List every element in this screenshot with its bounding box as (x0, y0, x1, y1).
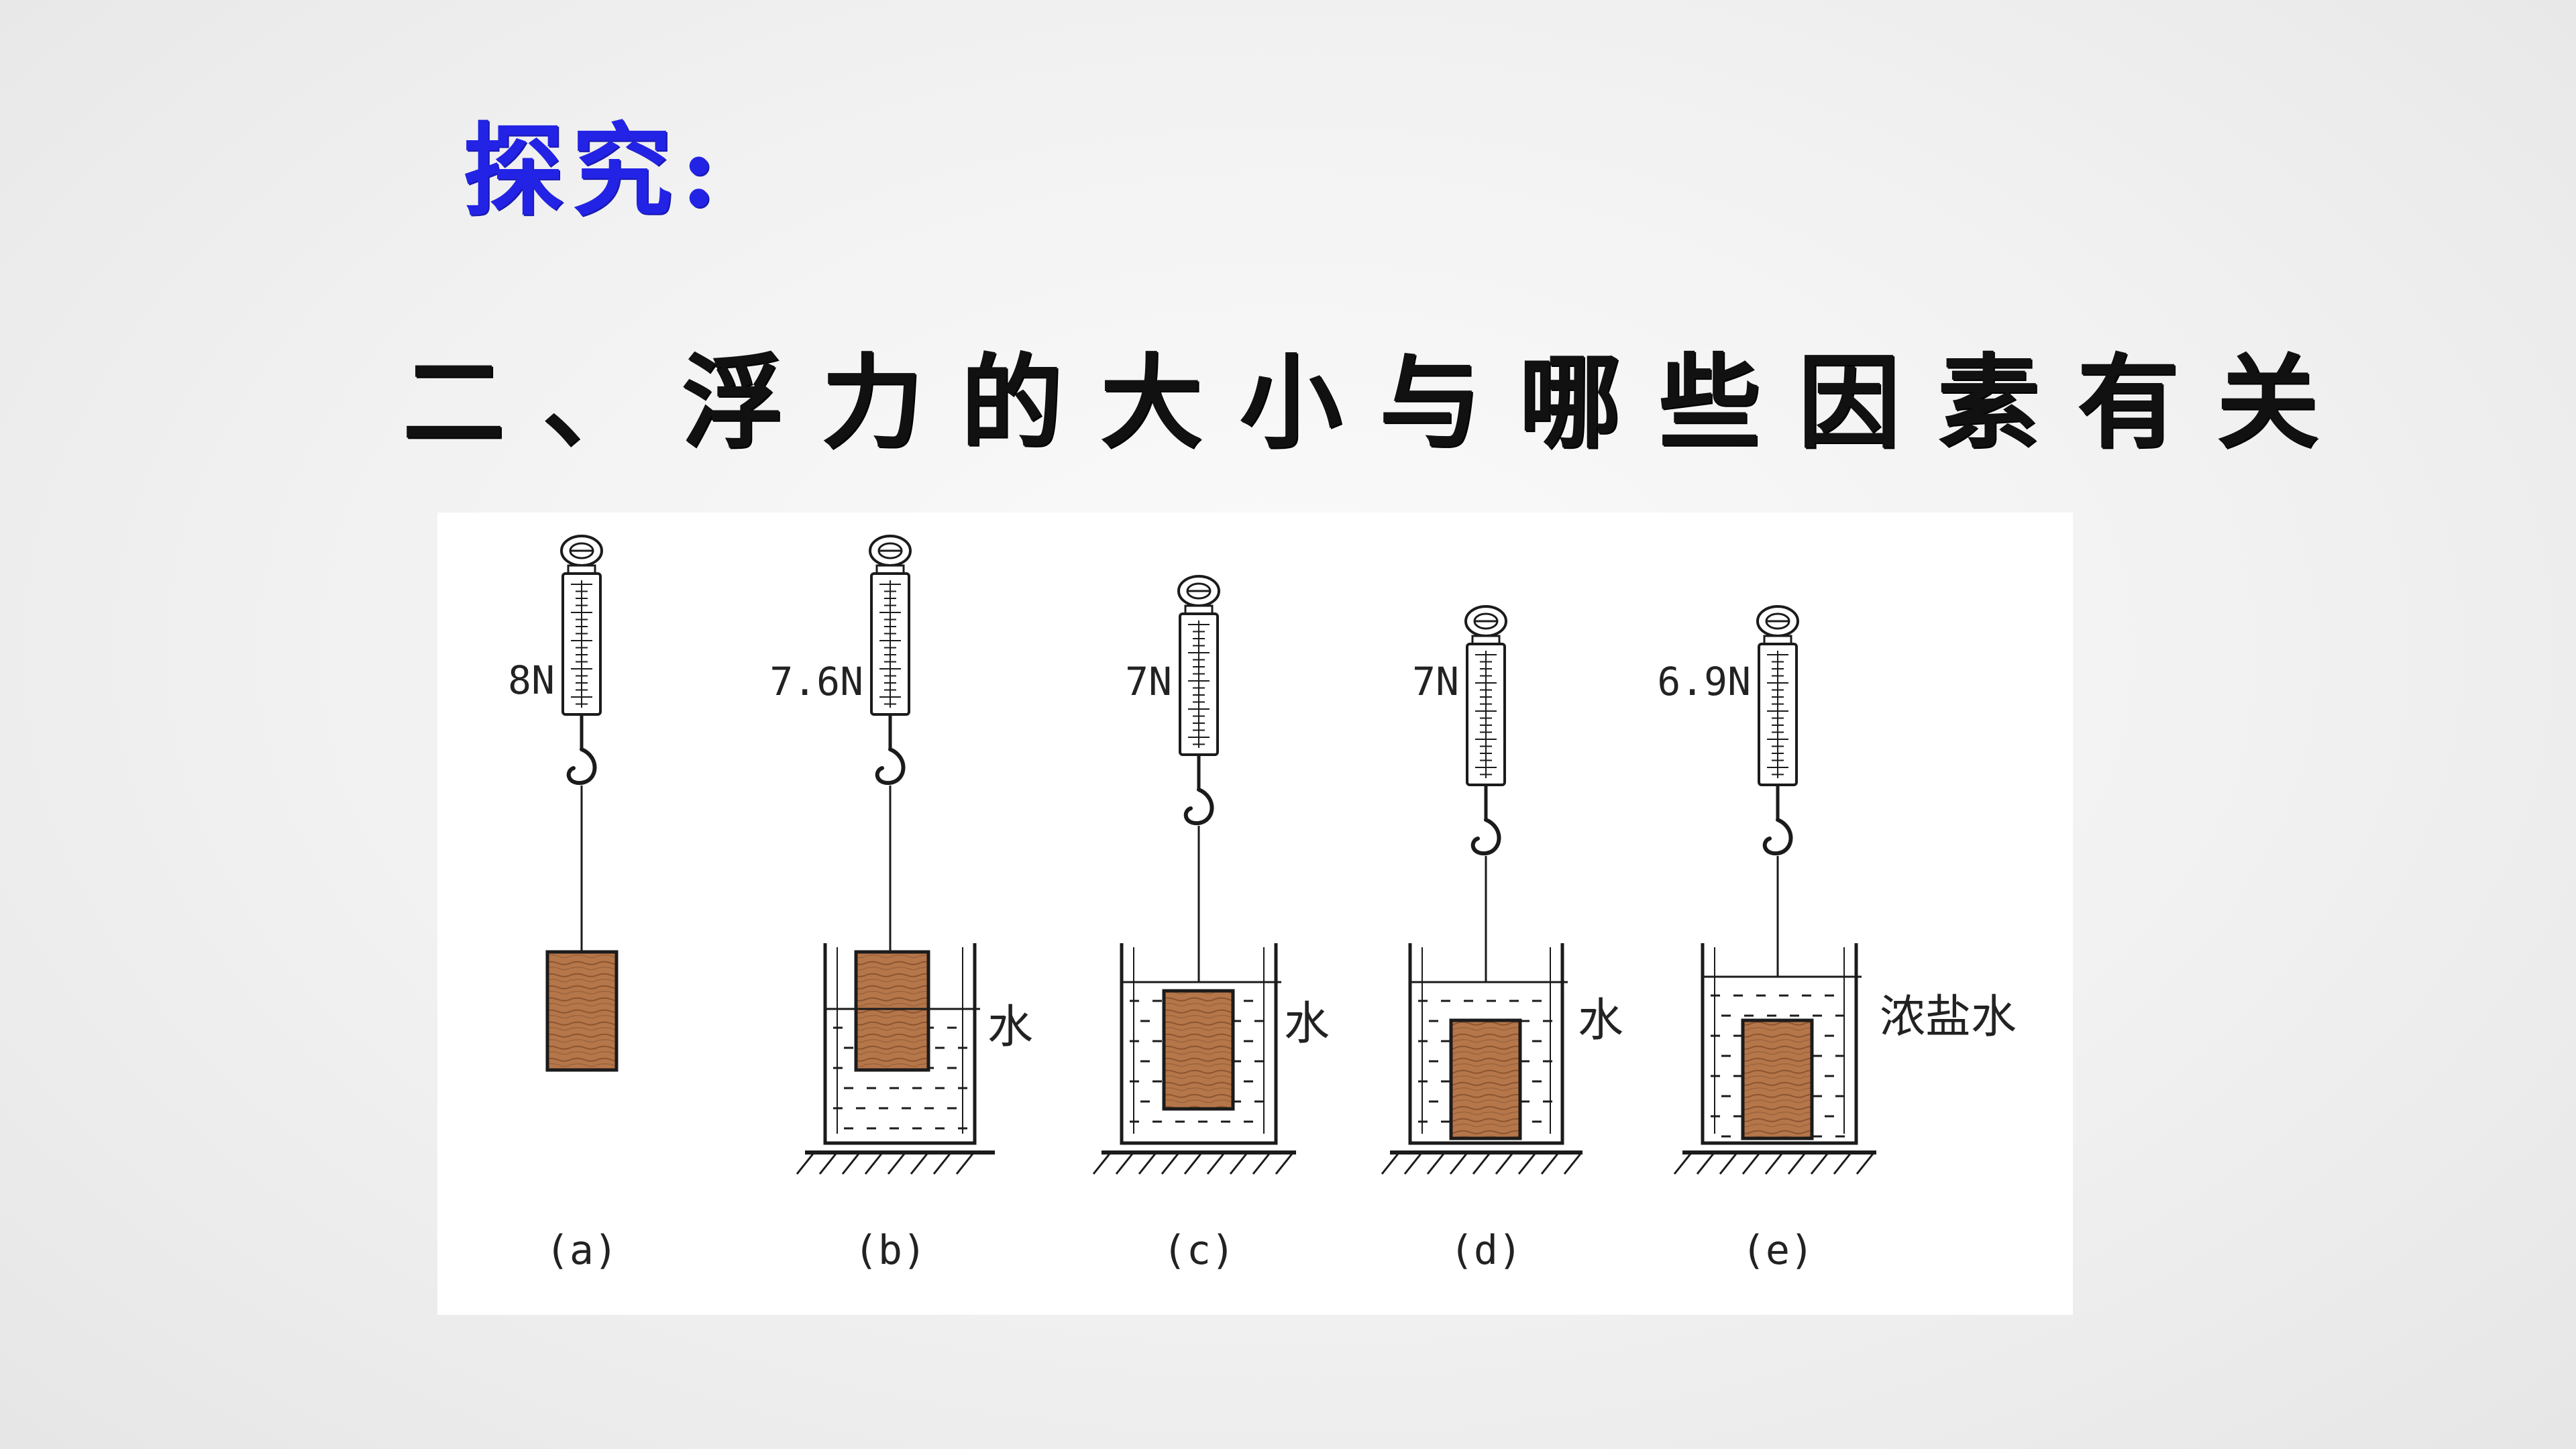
spring-scale-icon (1464, 605, 1507, 856)
ground-hatch-icon (796, 1150, 995, 1175)
scale-reading: 7.6N (769, 659, 863, 704)
spring-scale-icon (869, 535, 912, 786)
wood-block-icon (1162, 989, 1235, 1111)
panel-caption: (e) (1741, 1227, 1814, 1274)
spring-scale-icon (1756, 605, 1799, 856)
liquid-label: 水 (987, 1001, 1033, 1054)
panel-caption: (a) (545, 1227, 618, 1274)
liquid-label: 水 (1284, 998, 1330, 1051)
experiment-panel-e: 6.9N 浓盐水 (e) (1657, 605, 2017, 1274)
buoyancy-experiment-figure: 8N (a) 7.6N 水 (b) 7N 水 (c) 7N 水 (d) 6.9N 浓盐水 (e) (437, 513, 2073, 1315)
experiment-panel-c: 7N 水 (c) (1092, 575, 1330, 1274)
slide-heading: 探究: (463, 112, 726, 230)
experiment-panel-b: 7.6N 水 (b) (769, 535, 1033, 1274)
wood-block-icon (1449, 1018, 1522, 1140)
scale-reading: 8N (508, 657, 555, 703)
experiment-panel-a: 8N (a) (508, 535, 619, 1274)
panel-caption: (d) (1450, 1227, 1522, 1274)
spring-scale-icon (560, 535, 603, 786)
panel-caption: (c) (1163, 1227, 1235, 1274)
liquid-label: 水 (1578, 994, 1623, 1047)
scale-reading: 7N (1412, 659, 1459, 704)
liquid-label: 浓盐水 (1880, 991, 2017, 1044)
scale-reading: 7N (1125, 659, 1172, 704)
spring-scale-icon (1177, 575, 1220, 826)
ground-hatch-icon (1381, 1150, 1582, 1175)
wood-block-icon (854, 950, 930, 1072)
panel-caption: (b) (854, 1227, 926, 1274)
experiment-diagram-svg: 8N (a) 7.6N 水 (b) 7N 水 (c) 7N 水 (d) 6.9N 浓盐水 (e) (508, 535, 2017, 1274)
wood-block-icon (1741, 1018, 1814, 1140)
ground-hatch-icon (1092, 1150, 1296, 1175)
slide-subtitle: 二、浮力的大小与哪些因素有关 (402, 342, 2356, 462)
ground-hatch-icon (1673, 1150, 1876, 1175)
scale-reading: 6.9N (1657, 659, 1751, 704)
wood-block-icon (545, 950, 619, 1072)
experiment-panel-d: 7N 水 (d) (1381, 605, 1623, 1274)
